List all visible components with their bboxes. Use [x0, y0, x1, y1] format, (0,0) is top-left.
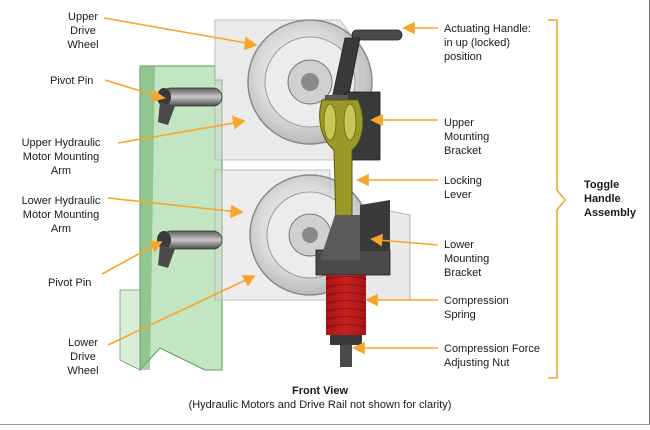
- label-upper-mounting-bracket: Upper Mounting Bracket: [444, 117, 490, 157]
- label-adjusting-nut: Compression Force Adjusting Nut: [444, 343, 540, 369]
- label-upper-drive-wheel: Upper Drive Wheel: [67, 11, 99, 51]
- lower-pivot-pin: [157, 230, 223, 268]
- caption-title: Front View: [291, 385, 349, 397]
- label-toggle-handle-assembly: Toggle Handle Assembly: [584, 179, 636, 219]
- locking-lever: [319, 99, 364, 226]
- callout-arrows: [101, 17, 439, 355]
- assembly-bracket: [548, 19, 567, 379]
- label-lower-pivot-pin: Pivot Pin: [48, 277, 92, 289]
- label-lower-mounting-bracket: Lower Mounting Bracket: [444, 239, 490, 279]
- label-upper-motor-arm: Upper Hydraulic Motor Mounting Arm: [21, 137, 101, 177]
- label-locking-lever: Locking Lever: [444, 175, 482, 201]
- label-lower-drive-wheel: Lower Drive Wheel: [67, 337, 99, 377]
- upper-pivot-pin: [157, 87, 223, 125]
- label-lower-motor-arm: Lower Hydraulic Motor Mounting Arm: [21, 195, 101, 235]
- label-compression-spring: Compression Spring: [444, 295, 509, 321]
- label-actuating-handle: Actuating Handle: in up (locked) positio…: [444, 23, 531, 63]
- caption: Front View (Hydraulic Motors and Drive R…: [150, 384, 490, 412]
- caption-subtitle: (Hydraulic Motors and Drive Rail not sho…: [188, 399, 452, 411]
- label-upper-pivot-pin: Pivot Pin: [50, 75, 94, 87]
- adjusting-nut: [330, 335, 362, 367]
- compression-spring: [325, 275, 367, 335]
- motor-mounting-arms: [119, 65, 223, 372]
